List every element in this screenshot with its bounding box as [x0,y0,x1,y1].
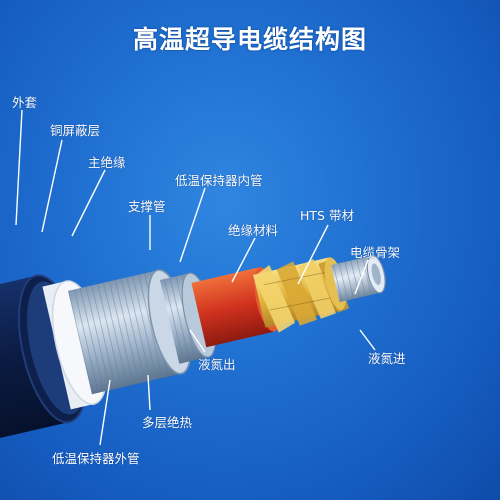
leader-multilayer-insulation [147,374,151,411]
label-cryostat-inner-tube: 低温保持器内管 [175,173,263,188]
leader-hts-tape [297,224,329,285]
label-copper-shield: 铜屏蔽层 [50,123,101,138]
label-outer-sheath: 外套 [12,95,38,110]
label-cable-former: 电缆骨架 [350,245,401,260]
cable-body [0,254,386,443]
label-support-tube: 支撑管 [128,199,166,214]
leader-cryostat-outer [99,379,111,446]
label-multilayer-insulation: 多层绝热 [142,415,193,430]
label-insulation-material: 绝缘材料 [228,223,279,238]
diagram-title: 高温超导电缆结构图 [132,25,367,54]
leader-lines [15,109,376,446]
leader-cable-former [354,259,369,295]
label-ln2-in: 液氮进 [368,351,406,366]
leader-main-insulation [71,169,106,237]
leader-ln2-in [359,329,376,351]
hts-tape-shape [253,257,350,333]
leader-outer-sheath [15,109,23,226]
label-ln2-out: 液氮出 [198,357,236,372]
label-main-insulation: 主绝缘 [88,155,126,170]
label-hts-tape: HTS 带材 [300,208,354,223]
leader-cryostat-inner [179,187,206,263]
leader-ln2-out [189,329,206,353]
label-cryostat-outer-tube: 低温保持器外管 [52,451,140,466]
insulation-material-shape [191,267,275,348]
leader-copper-shield [41,139,63,233]
leader-insulation-material [231,237,256,283]
